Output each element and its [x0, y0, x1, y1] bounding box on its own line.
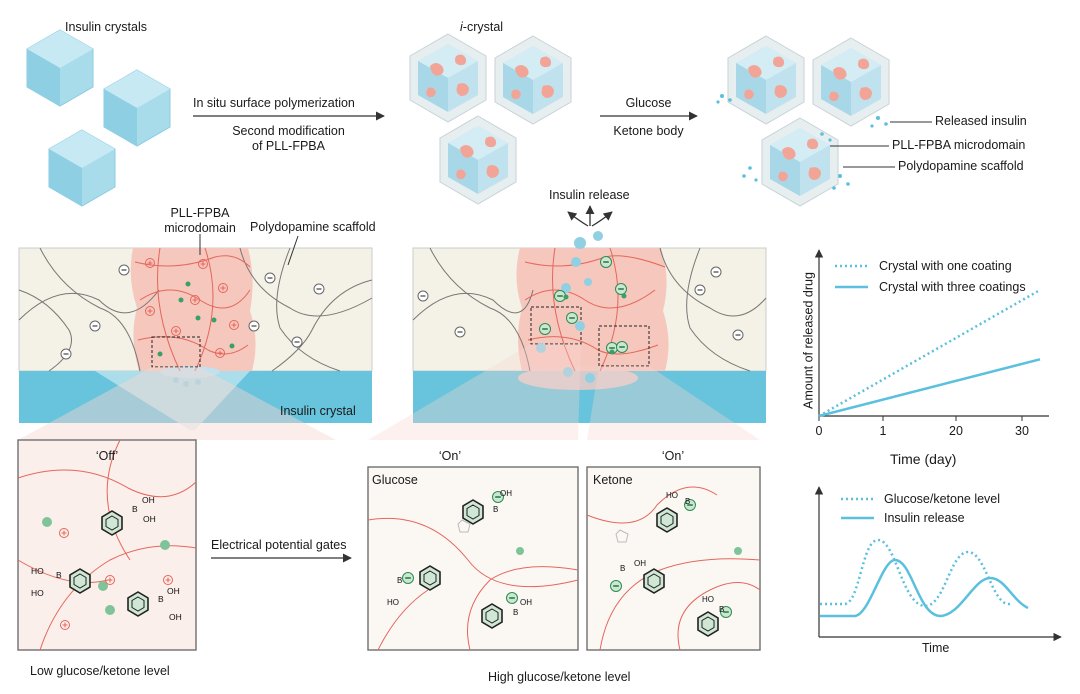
label-insulin-release: Insulin release: [549, 188, 630, 202]
svg-text:B: B: [158, 594, 164, 604]
bottom-panel-glucose: BOH BHO BOH: [367, 466, 579, 651]
legend1-one-coating: Crystal with one coating: [879, 259, 1012, 273]
label-ketone-panel: Ketone: [593, 473, 633, 487]
chart1-tick-label-3: 30: [1015, 424, 1029, 438]
zoom-funnel-off: [18, 367, 336, 440]
chart2-series-insulin: [820, 558, 1029, 618]
label-pll-fpba-line1: PLL-FPBA: [170, 206, 230, 220]
svg-text:B: B: [685, 497, 690, 506]
label-low-level: Low glucose/ketone level: [30, 664, 170, 678]
svg-text:B: B: [620, 564, 625, 573]
label-insulin-crystal: Insulin crystal: [280, 404, 356, 418]
chart1-tick-label-0: 0: [815, 424, 823, 438]
svg-text:OH: OH: [142, 495, 155, 505]
release-chart: [814, 249, 1049, 421]
svg-text:OH: OH: [520, 598, 532, 607]
membrane-panel-on: [412, 205, 767, 423]
svg-text:OH: OH: [167, 586, 180, 596]
bottom-panel-ketone: B HO B OH B HO: [586, 466, 761, 651]
oscillation-chart: [814, 486, 1062, 642]
label-polydopamine-scaffold: Polydopamine scaffold: [250, 220, 376, 234]
callout-released-insulin: Released insulin: [935, 114, 1027, 128]
zoom-funnel-glucose: [368, 344, 581, 440]
legend1-three-coatings: Crystal with three coatings: [879, 280, 1026, 294]
legend2-insulin-release: Insulin release: [884, 511, 965, 525]
chart1-series-1: [818, 358, 1041, 418]
chart1-tick-label-1: 1: [879, 424, 887, 438]
svg-text:B: B: [397, 576, 402, 585]
membrane-panel-off: [18, 234, 373, 430]
svg-text:HO: HO: [387, 598, 399, 607]
label-surface-polymerization: In situ surface polymerization: [193, 96, 355, 110]
svg-text:OH: OH: [169, 612, 182, 622]
zoom-funnel-ketone: [587, 366, 760, 440]
label-insulin-crystals: Insulin crystals: [65, 20, 147, 34]
chart1-xlabel: Time (day): [890, 451, 957, 467]
title-off: ‘Off’: [95, 449, 119, 463]
label-i-crystal: i-crystal: [460, 20, 503, 35]
callout-polydopamine: Polydopamine scaffold: [898, 159, 1024, 173]
label-i-crystal-italic: i: [460, 20, 463, 34]
label-glucose-arrow: Glucose: [625, 96, 672, 110]
svg-text:HO: HO: [702, 595, 714, 604]
svg-text:B: B: [513, 608, 518, 617]
label-glucose-panel: Glucose: [372, 473, 418, 487]
label-i-crystal-rest: -crystal: [462, 20, 504, 34]
chart2-xlabel: Time: [922, 641, 950, 655]
label-pll-fpba-line2: microdomain: [164, 221, 236, 235]
svg-text:HO: HO: [31, 566, 44, 576]
legend2-glucose-ketone: Glucose/ketone level: [884, 492, 1001, 506]
chart1-ylabel: Amount of released drug: [801, 272, 816, 409]
label-of-pll-fpba: of PLL-FPBA: [252, 139, 325, 153]
svg-text:B: B: [719, 605, 724, 614]
label-electrical-gates: Electrical potential gates: [211, 538, 347, 552]
label-second-modification: Second modification: [232, 124, 345, 138]
chart1-series-0: [818, 288, 1041, 418]
callout-lines: [830, 121, 932, 168]
svg-text:OH: OH: [500, 489, 512, 498]
released-crystal-cluster: [716, 35, 890, 207]
label-high-level: High glucose/ketone level: [488, 670, 631, 684]
svg-text:HO: HO: [31, 588, 44, 598]
chart2-series-glucose: [820, 538, 1011, 608]
callout-pll-fpba: PLL-FPBA microdomain: [892, 138, 1026, 152]
chart1-tick-label-2: 20: [949, 424, 963, 438]
title-on-glucose: ‘On’: [438, 449, 462, 463]
svg-text:B: B: [56, 570, 62, 580]
label-ketone-body: Ketone body: [613, 124, 684, 138]
svg-text:B: B: [493, 505, 498, 514]
svg-text:B: B: [132, 504, 138, 514]
insulin-crystals-cluster: [26, 29, 171, 207]
i-crystal-cluster: [409, 33, 572, 205]
title-on-ketone: ‘On’: [661, 449, 685, 463]
svg-text:OH: OH: [143, 514, 156, 524]
svg-text:OH: OH: [634, 559, 646, 568]
svg-text:HO: HO: [666, 491, 678, 500]
